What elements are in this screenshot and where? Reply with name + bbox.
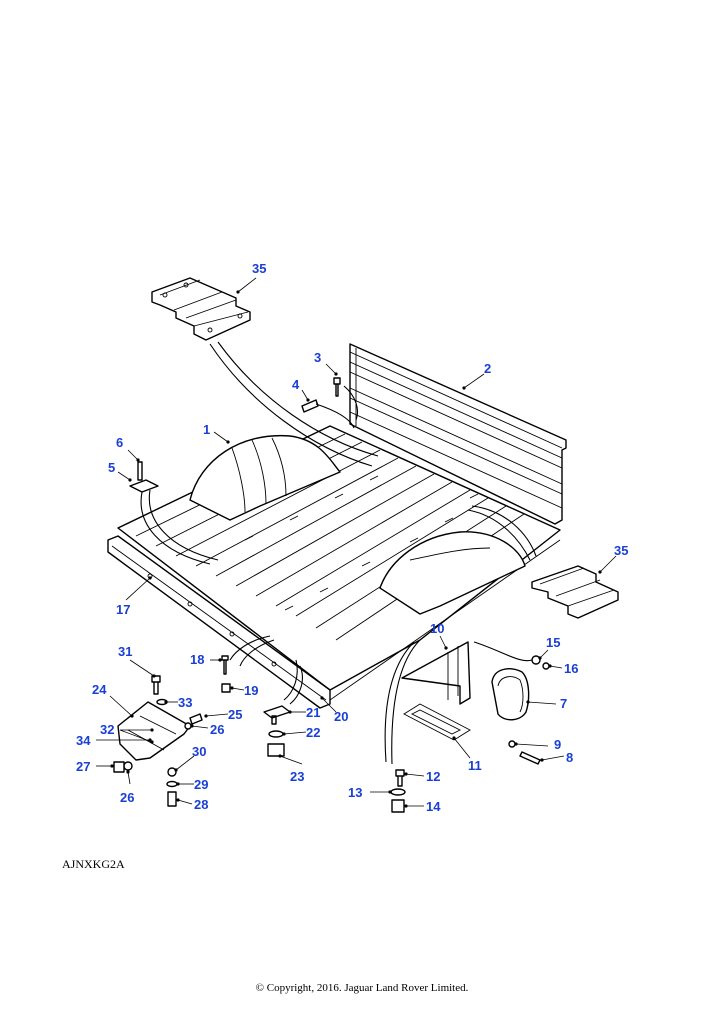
callout-18: 18 [190, 652, 204, 667]
callout-32: 32 [100, 722, 114, 737]
callout-12: 12 [426, 769, 440, 784]
part-1-load-floor [117, 425, 561, 701]
callout-1: 1 [203, 422, 210, 437]
callout-9: 9 [554, 737, 561, 752]
callout-5: 5 [108, 460, 115, 475]
callout-3: 3 [314, 350, 321, 365]
callout-16: 16 [564, 661, 578, 676]
callout-17: 17 [116, 602, 130, 617]
callout-22: 22 [306, 725, 320, 740]
part-7-lamp-housing [491, 668, 530, 721]
callout-14: 14 [426, 799, 441, 814]
callout-30: 30 [192, 744, 206, 759]
callout-23: 23 [290, 769, 304, 784]
callout-33: 33 [178, 695, 192, 710]
callout-13: 13 [348, 785, 362, 800]
callout-26-lower: 26 [120, 790, 134, 805]
callout-6: 6 [116, 435, 123, 450]
callout-10: 10 [430, 621, 444, 636]
callout-4: 4 [292, 377, 300, 392]
part-10-bracket [401, 641, 471, 705]
part-11-seal [403, 703, 471, 741]
callout-24: 24 [92, 682, 107, 697]
callout-15: 15 [546, 635, 560, 650]
callout-11: 11 [468, 758, 482, 773]
callout-31: 31 [118, 644, 132, 659]
callout-26: 26 [210, 722, 224, 737]
callout-29: 29 [194, 777, 208, 792]
callout-28: 28 [194, 797, 208, 812]
fasteners [113, 377, 550, 813]
callout-27: 27 [76, 759, 90, 774]
callout-leaders [96, 277, 617, 808]
illustration-reference-code: AJNXKG2A [62, 857, 125, 871]
callout-20: 20 [334, 709, 348, 724]
part-17-side-rail [107, 535, 331, 709]
assembly-leader-lines [140, 341, 537, 765]
part-35-top-bracket [151, 277, 251, 341]
callout-8: 8 [566, 750, 573, 765]
part-2-bulkhead [349, 343, 567, 525]
callout-25: 25 [228, 707, 242, 722]
callout-7: 7 [560, 696, 567, 711]
part-35-right-bracket [531, 565, 619, 619]
copyright-notice: © Copyright, 2016. Jaguar Land Rover Lim… [255, 982, 469, 994]
callout-34: 34 [76, 733, 91, 748]
callout-2: 2 [484, 361, 491, 376]
callout-21: 21 [306, 705, 320, 720]
callout-19: 19 [244, 683, 258, 698]
callout-35-right: 35 [614, 543, 628, 558]
callout-labels: 1 2 3 4 5 6 7 8 9 10 11 12 13 14 15 16 1… [76, 261, 628, 814]
callout-35-top: 35 [252, 261, 266, 276]
